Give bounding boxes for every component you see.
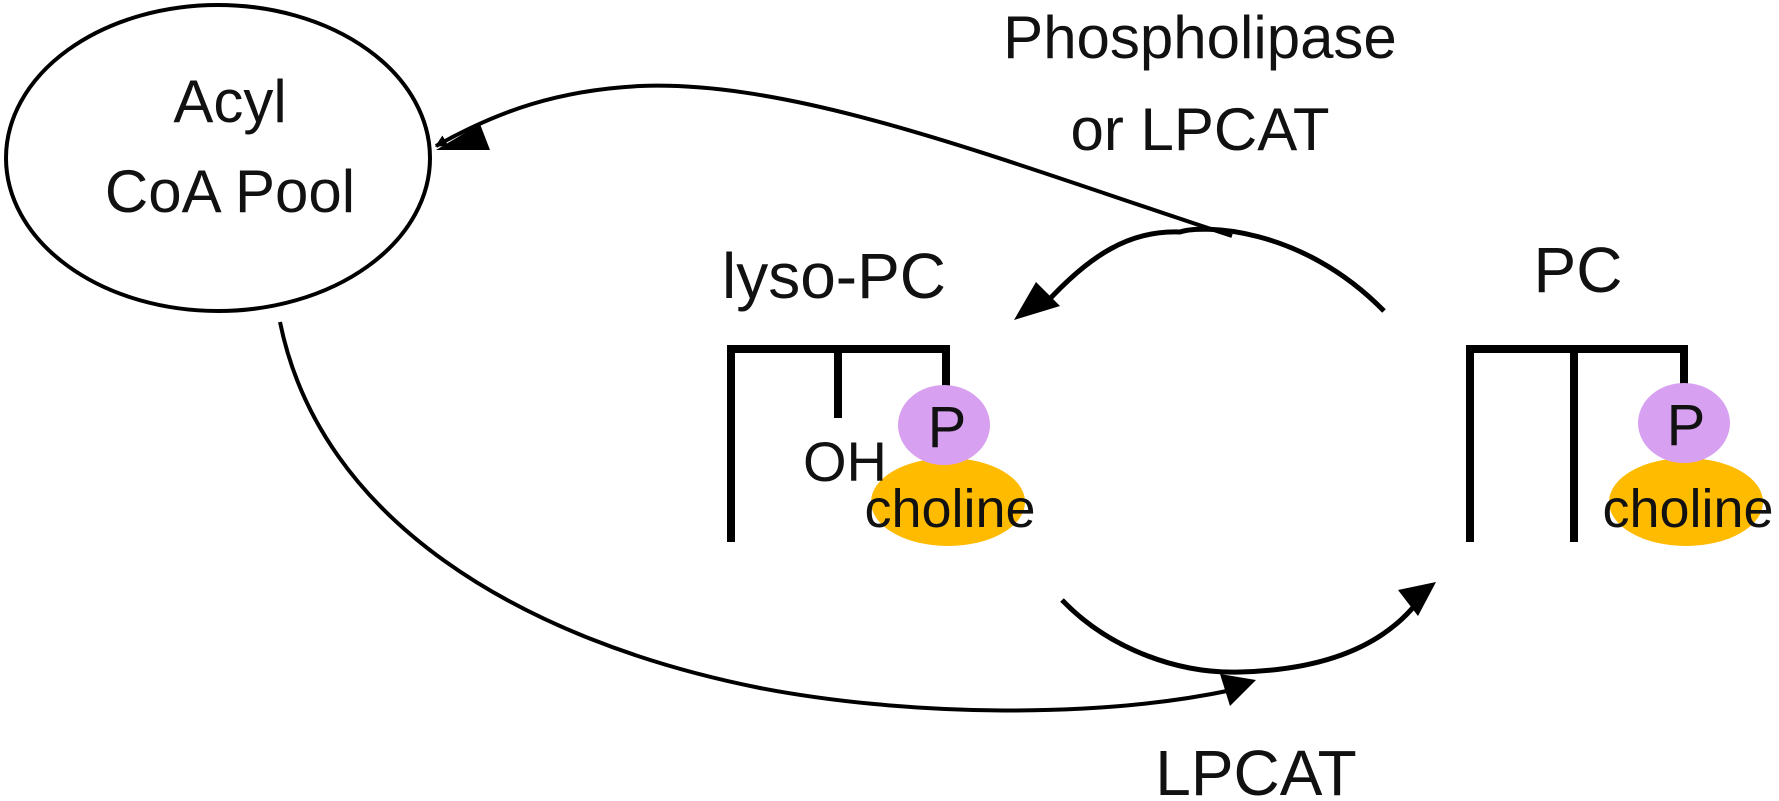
pc-phosphate-label: P: [1667, 393, 1706, 458]
arrowhead-acyl-pool: [436, 124, 490, 150]
arrow-acyl-pool-to-lpcat: [278, 321, 1233, 713]
arrowhead-lyso-pc: [1014, 282, 1060, 320]
acyl-coa-pool-node: [4, 3, 432, 313]
acyl-pool-label-line1: Acyl: [173, 68, 286, 135]
pc-backbone: [1466, 345, 1688, 542]
top-enzyme-label-line2: or LPCAT: [1071, 96, 1330, 163]
pc-choline-label: choline: [1602, 479, 1773, 539]
arrow-to-acyl-pool: [434, 83, 1233, 238]
arrow-pc-to-lyso-pc: [1044, 226, 1386, 313]
arrowhead-lpcat-input: [1220, 674, 1256, 706]
lyso-pc-phosphate-shape: [898, 385, 990, 465]
top-enzyme-label-line1: Phospholipase: [1003, 4, 1397, 71]
acyl-pool-label-line2: CoA Pool: [105, 158, 355, 225]
lyso-pc-backbone: [727, 345, 950, 542]
pc-title: PC: [1534, 234, 1623, 306]
lyso-pc-choline-label: choline: [864, 479, 1035, 539]
arrowhead-pc: [1398, 582, 1436, 616]
lyso-pc-hydroxyl-label: OH: [803, 430, 887, 493]
pc-choline-shape: [1609, 458, 1763, 546]
lyso-pc-title: lyso-PC: [722, 240, 946, 312]
arrow-lyso-pc-to-pc: [1060, 598, 1418, 675]
pc-phosphate-shape: [1638, 383, 1730, 463]
pc-structure: P choline: [1466, 345, 1774, 546]
bottom-enzyme-label: LPCAT: [1155, 737, 1357, 801]
lyso-pc-structure: P OH choline: [727, 345, 1036, 546]
lyso-pc-phosphate-label: P: [928, 395, 967, 460]
lyso-pc-choline-shape: [871, 458, 1025, 546]
